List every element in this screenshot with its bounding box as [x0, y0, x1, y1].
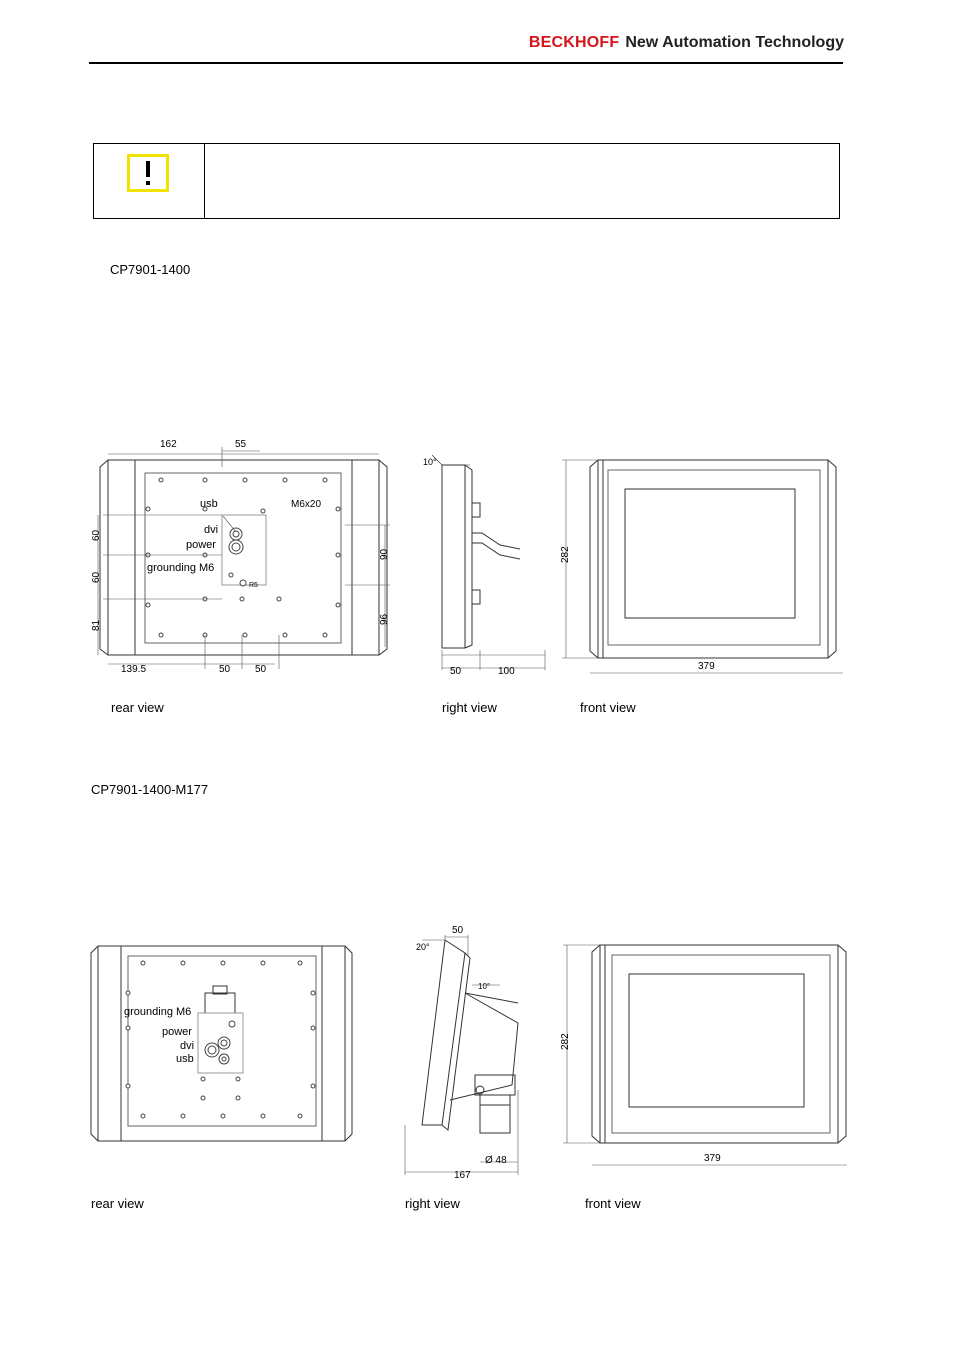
- right-view-1-drawing: 10° 50 100: [423, 454, 546, 677]
- right2-angle1: 20°: [416, 942, 430, 952]
- rear1-label-screw: M6x20: [291, 499, 321, 510]
- front2-height: 282: [560, 1033, 571, 1050]
- rear1-right-dim: 90: [379, 548, 390, 560]
- rear1-dim-top-mid: 55: [235, 439, 247, 450]
- right2-width: 167: [454, 1170, 471, 1181]
- front1-width: 379: [698, 661, 715, 672]
- header-brand: BECKHOFF New Automation Technology: [529, 34, 844, 52]
- note-divider: [204, 144, 205, 218]
- rear1-caption: rear view: [111, 700, 164, 715]
- rear1-label-radius: R5: [249, 582, 258, 589]
- right1-dim: 50: [450, 666, 462, 677]
- rear2-label-dvi: dvi: [180, 1040, 194, 1052]
- rear2-label-usb: usb: [176, 1053, 194, 1065]
- rear1-left-dim: 60: [91, 529, 102, 541]
- rear1-bottom-dim: 139.5: [121, 664, 146, 675]
- rear1-left-dim: 60: [91, 571, 102, 583]
- rear-view-2-drawing: grounding M6 power dvi usb: [90, 945, 353, 1142]
- right-view-2-drawing: 50 20° 10° Ø 48 167: [404, 925, 519, 1181]
- front2-width: 379: [704, 1153, 721, 1164]
- section2-title: CP7901-1400-M177: [91, 782, 209, 797]
- rear1-left-dim: 81: [91, 619, 102, 631]
- rear2-label-power: power: [162, 1026, 192, 1038]
- header-rule: [89, 62, 843, 64]
- caution-icon: [127, 154, 169, 192]
- front-view-1-drawing: 282 379: [560, 459, 843, 674]
- front2-caption: front view: [585, 1196, 641, 1211]
- rear1-dim-top-left: 162: [160, 439, 177, 450]
- rear1-label-power: power: [186, 539, 216, 551]
- section1-title: CP7901-1400: [110, 262, 191, 277]
- rear1-bottom-dim: 50: [255, 664, 267, 675]
- right1-angle: 10°: [423, 457, 437, 467]
- rear-view-1-drawing: 162 55 usb dvi power grounding M6 M6x20 …: [91, 439, 390, 675]
- right2-caption: right view: [405, 1196, 460, 1211]
- rear2-caption: rear view: [91, 1196, 144, 1211]
- right2-diameter: Ø 48: [485, 1155, 507, 1166]
- note-box: [93, 143, 840, 219]
- brand-logo: BECKHOFF: [528, 34, 620, 51]
- right2-angle2: 10°: [478, 982, 490, 991]
- front1-caption: front view: [580, 700, 636, 715]
- right2-top-dim: 50: [452, 925, 464, 936]
- rear2-label-grounding: grounding M6: [124, 1006, 191, 1018]
- rear1-label-grounding: grounding M6: [147, 562, 214, 574]
- rear1-label-usb: usb: [200, 498, 218, 510]
- front-view-2-drawing: 282 379: [560, 944, 847, 1166]
- front1-height: 282: [560, 546, 571, 563]
- brand-tagline: New Automation Technology: [625, 34, 844, 51]
- rear1-bottom-dim: 50: [219, 664, 231, 675]
- rear1-label-dvi: dvi: [204, 524, 218, 536]
- rear1-right-dim: 96: [379, 613, 390, 625]
- right1-caption: right view: [442, 700, 497, 715]
- right1-dim: 100: [498, 666, 515, 677]
